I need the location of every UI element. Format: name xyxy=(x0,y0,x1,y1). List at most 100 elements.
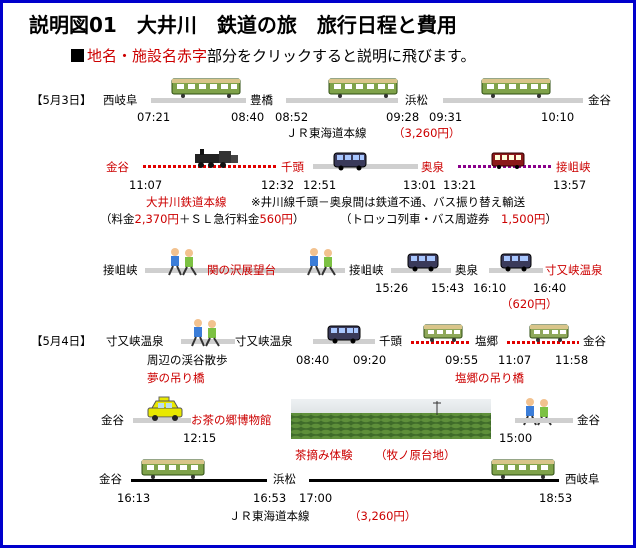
jr-train-icon xyxy=(171,78,241,98)
sl-locomotive-icon xyxy=(195,149,238,168)
link-sessokyo[interactable]: 接岨峡 xyxy=(556,160,591,174)
tea-place: （牧ノ原台地） xyxy=(375,448,456,462)
route-line xyxy=(133,418,191,423)
jr-train-icon xyxy=(141,459,205,479)
station-toyohashi: 豊橋 xyxy=(250,93,273,107)
day2-label: 【5月4日】 xyxy=(31,334,92,348)
time: 12:32 xyxy=(261,178,295,192)
fare-text: ＋ＳＬ急行料金 xyxy=(178,212,260,226)
station-hamamatsu: 浜松 xyxy=(405,93,428,107)
route-line xyxy=(286,98,398,103)
station-sumatakyo-onsen: 寸又峡温泉 xyxy=(235,334,293,348)
subtitle-rest: 部分をクリックすると説明に飛びます。 xyxy=(207,47,476,65)
station-nishigifu: 西岐阜 xyxy=(565,472,600,486)
link-ochanosato-museum[interactable]: お茶の郷博物館 xyxy=(191,413,272,427)
oigawa-train-icon xyxy=(529,324,569,342)
time: 08:40 xyxy=(296,353,330,367)
walk-path xyxy=(515,418,573,423)
fare-text: （トロッコ列車・バス周遊券 xyxy=(340,212,501,226)
time: 07:21 xyxy=(137,110,171,124)
time: 09:55 xyxy=(445,353,479,367)
link-shiogo-tsuribashi[interactable]: 塩郷の吊り橋 xyxy=(455,371,524,385)
fare-oigawa: （料金2,370円＋ＳＬ急行料金560円） xyxy=(100,212,304,226)
bus-icon xyxy=(500,253,532,272)
time: 08:40 xyxy=(231,110,265,124)
time: 09:20 xyxy=(353,353,387,367)
time: 16:13 xyxy=(117,491,151,505)
station-kanaya: 金谷 xyxy=(588,93,611,107)
jr-train-icon xyxy=(481,78,551,98)
station-kanaya: 金谷 xyxy=(583,334,606,348)
oigawa-line xyxy=(411,341,471,344)
jr-train-icon xyxy=(328,78,398,98)
station-kanaya: 金谷 xyxy=(99,472,122,486)
taxi-icon xyxy=(147,396,183,421)
oigawa-line xyxy=(507,341,579,344)
time: 13:01 xyxy=(403,178,437,192)
square-bullet-icon xyxy=(71,49,84,62)
time: 09:28 xyxy=(386,110,420,124)
time: 11:07 xyxy=(498,353,532,367)
walkers-icon xyxy=(307,248,336,276)
time: 15:26 xyxy=(375,281,409,295)
bus-icon xyxy=(407,253,439,272)
station-shiogo: 塩郷 xyxy=(475,334,498,348)
bus-note: ※井川線千頭－奥泉間は鉄道不通、バス振り替え輸送 xyxy=(251,195,526,209)
fare-value: 560円 xyxy=(259,212,293,226)
fare-jr: （3,260円） xyxy=(393,126,461,140)
route-line xyxy=(151,98,246,103)
time: 10:10 xyxy=(541,110,575,124)
walk-path xyxy=(145,268,345,273)
line-name: ＪＲ東海道本線 xyxy=(229,509,310,523)
day1-label: 【5月3日】 xyxy=(31,93,92,107)
time: 13:21 xyxy=(443,178,477,192)
time: 11:58 xyxy=(555,353,589,367)
route-line xyxy=(313,339,375,344)
link-sumatakyo-onsen[interactable]: 寸又峡温泉 xyxy=(545,263,603,277)
time: 13:57 xyxy=(553,178,587,192)
pass-fare: （トロッコ列車・バス周遊券 1,500円） xyxy=(340,212,557,226)
time: 16:40 xyxy=(533,281,567,295)
time: 08:52 xyxy=(275,110,309,124)
jr-train-icon xyxy=(491,459,555,479)
fare-bus: （620円） xyxy=(501,297,558,311)
station-sumatakyo-onsen: 寸又峡温泉 xyxy=(106,334,164,348)
jr-line xyxy=(309,479,559,482)
link-sekinosawa[interactable]: 関の沢展望台 xyxy=(207,263,276,277)
time: 15:00 xyxy=(499,431,533,445)
bus-icon xyxy=(333,152,367,171)
station-hamamatsu: 浜松 xyxy=(273,472,296,486)
link-yume-no-tsuribashi[interactable]: 夢の吊り橋 xyxy=(147,371,205,385)
fare-text: ） xyxy=(545,212,557,226)
time: 12:51 xyxy=(303,178,337,192)
time: 18:53 xyxy=(539,491,573,505)
fare-value: 2,370円 xyxy=(134,212,179,226)
route-line xyxy=(443,98,583,103)
line-name: ＪＲ東海道本線 xyxy=(286,126,367,140)
link-senzu[interactable]: 千頭 xyxy=(281,160,304,174)
time: 15:43 xyxy=(431,281,465,295)
tea-field-photo xyxy=(291,399,491,439)
bus-icon xyxy=(327,325,361,344)
walkers-icon xyxy=(168,248,197,276)
page-title: 説明図01 大井川 鉄道の旅 旅行日程と費用 xyxy=(29,13,457,37)
link-kanaya[interactable]: 金谷 xyxy=(106,160,129,174)
time: 16:10 xyxy=(473,281,507,295)
time: 17:00 xyxy=(299,491,333,505)
station-kanaya: 金谷 xyxy=(101,413,124,427)
link-tea-picking[interactable]: 茶摘み体験 xyxy=(295,448,353,462)
time: 11:07 xyxy=(129,178,163,192)
jr-line xyxy=(131,479,267,482)
subtitle: 地名・施設名赤字部分をクリックすると説明に飛びます。 xyxy=(71,47,476,65)
route-line xyxy=(489,268,543,273)
torokko-train-icon xyxy=(491,152,525,169)
link-oigawa-line[interactable]: 大井川鉄道本線 xyxy=(146,195,227,209)
station-nishigifu: 西岐阜 xyxy=(103,93,138,107)
link-okuizumi[interactable]: 奥泉 xyxy=(421,160,444,174)
station-okuizumi: 奥泉 xyxy=(455,263,478,277)
walkers-icon xyxy=(191,319,220,347)
oigawa-train-icon xyxy=(423,324,463,342)
fare-text: （料金 xyxy=(100,212,135,226)
station-sessokyo: 接岨峡 xyxy=(349,263,384,277)
